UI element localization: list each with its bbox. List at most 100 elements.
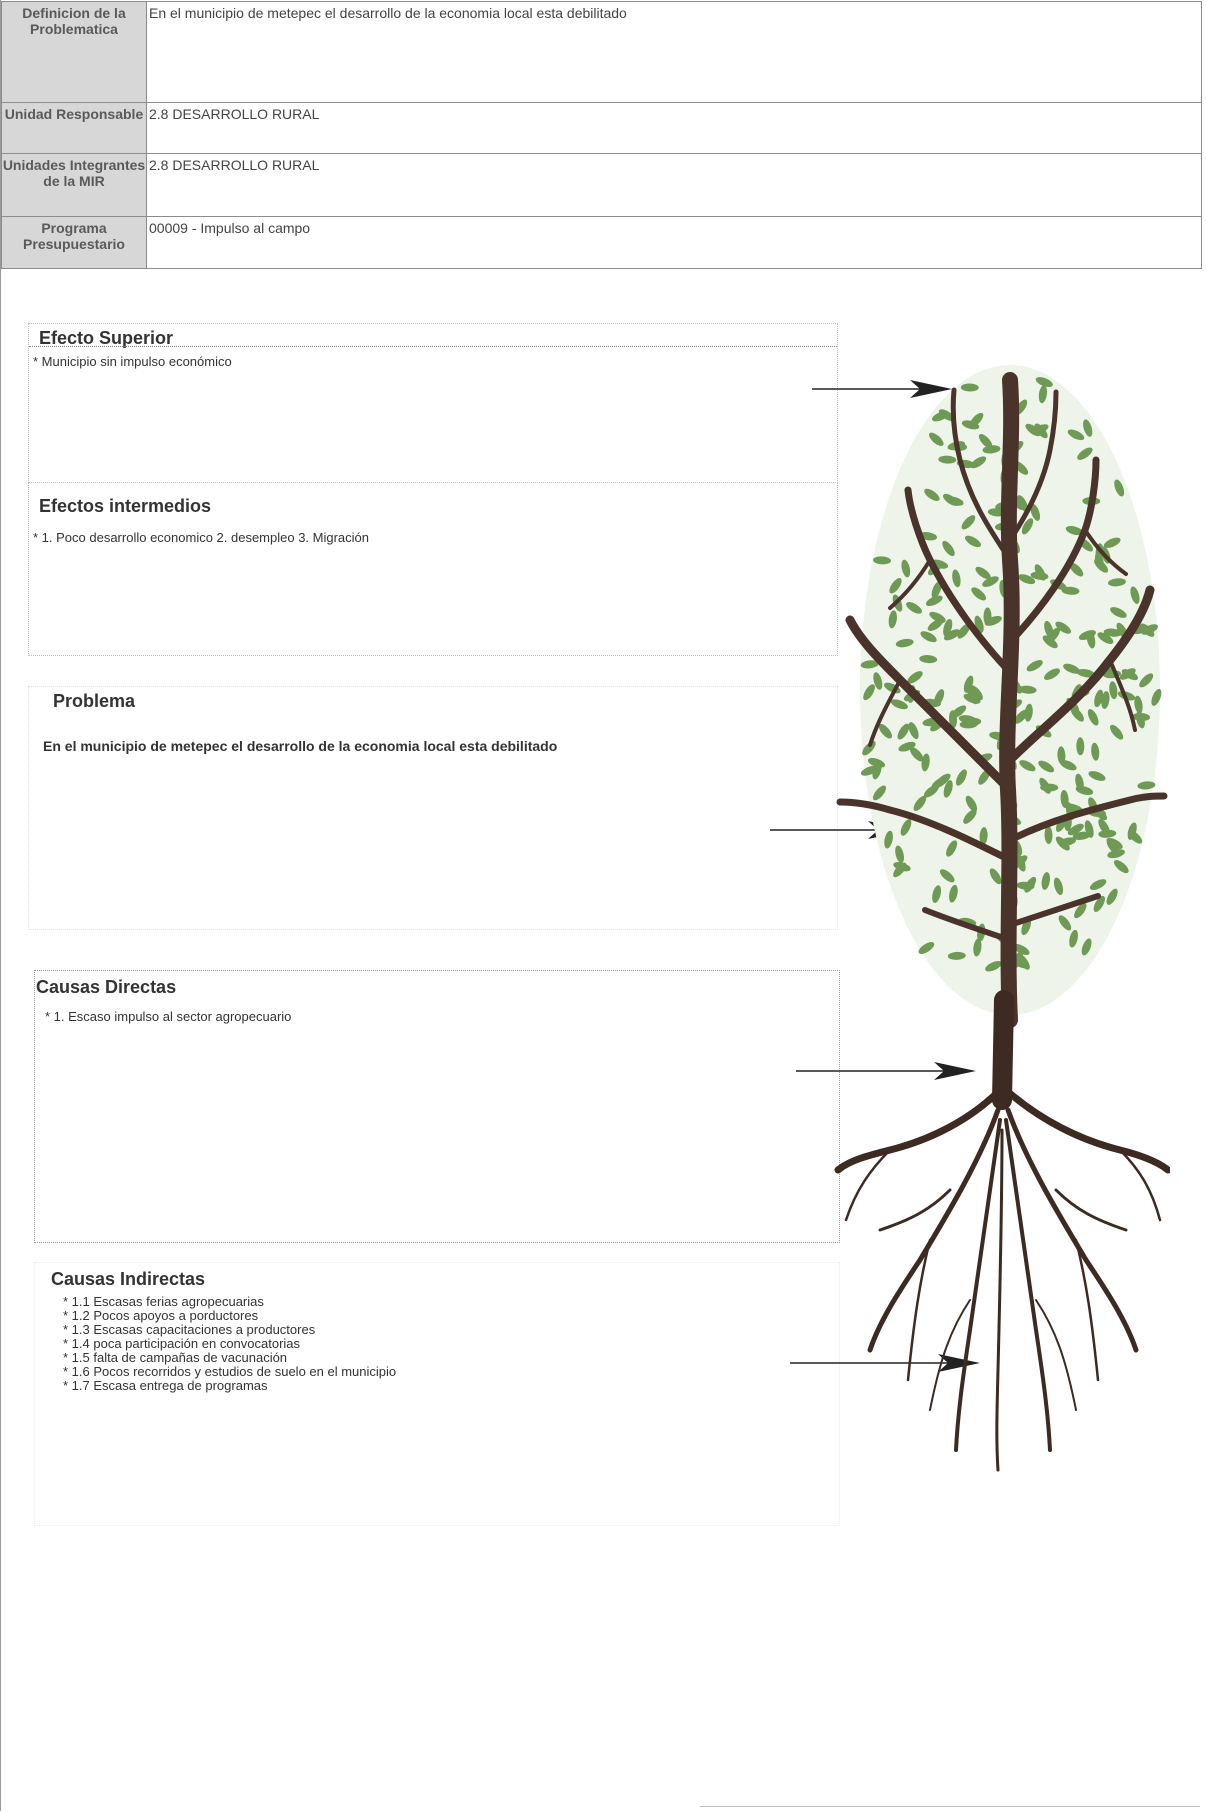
leaf	[1041, 872, 1050, 890]
leaf	[961, 515, 976, 530]
leaf	[1108, 578, 1126, 587]
leaf	[1070, 707, 1084, 722]
leaf	[893, 862, 907, 878]
leaf	[1013, 943, 1030, 956]
leaf	[963, 693, 981, 704]
leaf	[969, 685, 983, 701]
leaf	[900, 819, 912, 836]
leaf	[1103, 537, 1121, 548]
leaf	[1018, 685, 1037, 694]
efecto-superior-rule	[29, 346, 837, 347]
leaf	[1038, 385, 1048, 404]
leaf	[1127, 830, 1143, 844]
leaf	[884, 830, 893, 849]
leaf	[895, 845, 905, 864]
leaf	[1084, 820, 1094, 838]
leaf	[979, 827, 988, 846]
leaf	[1139, 673, 1154, 688]
leaf	[1016, 881, 1035, 890]
leaf	[978, 433, 993, 449]
leaf	[1067, 429, 1085, 441]
leaf	[923, 784, 939, 798]
leaf	[963, 717, 982, 727]
leaf	[1069, 929, 1078, 948]
leaf	[1065, 526, 1084, 536]
header-row-unidad-responsable: Unidad Responsable 2.8 DESARROLLO RURAL	[1, 102, 1202, 154]
leaf	[965, 535, 981, 548]
leaf	[1109, 681, 1118, 700]
causas-directas-title: Causas Directas	[36, 977, 177, 997]
leaf	[1132, 712, 1151, 722]
leaf	[908, 722, 919, 740]
leaf	[909, 746, 924, 762]
leaf	[1094, 558, 1109, 573]
leaf	[1053, 877, 1064, 896]
header-row-unidades-integrantes: Unidades Integrantes de la MIR 2.8 DESAR…	[1, 153, 1202, 217]
leaf	[948, 710, 958, 729]
leaf	[1024, 703, 1033, 722]
leaf	[1074, 902, 1087, 919]
leaf	[965, 795, 978, 812]
header-label-definicion: Definicion de la Problematica	[1, 1, 147, 103]
leaf	[982, 576, 999, 587]
header-label-unidad-responsable: Unidad Responsable	[1, 102, 147, 154]
header-row-definicion: Definicion de la Problematica En el muni…	[1, 1, 1202, 103]
leaf	[943, 780, 953, 798]
leaf	[1087, 709, 1099, 726]
leaf	[985, 960, 1002, 972]
leaf	[1044, 826, 1053, 844]
leaf	[1021, 918, 1032, 936]
leaf	[1014, 709, 1028, 724]
page-bottom-rule	[700, 1806, 1200, 1807]
causas-indirectas-list: * 1.1 Escasas ferias agropecuarias * 1.2…	[63, 1295, 396, 1393]
leaf	[1034, 564, 1046, 581]
leaf	[924, 488, 940, 502]
leaf	[1110, 607, 1127, 618]
leaf	[1151, 688, 1162, 706]
leaf	[862, 740, 876, 756]
leaf	[943, 629, 961, 641]
leaf	[873, 556, 891, 565]
header-table: Definicion de la Problematica En el muni…	[1, 1, 1202, 269]
leaf	[1044, 668, 1060, 680]
leaf	[888, 610, 897, 629]
section-efectos-intermedios: Efectos intermedios * 1. Poco desarrollo…	[28, 482, 838, 656]
leaf	[1076, 737, 1085, 756]
causas-indirectas-title: Causas Indirectas	[51, 1269, 206, 1289]
leaf	[947, 951, 966, 960]
leaf	[955, 769, 967, 786]
leaf	[1077, 447, 1093, 460]
tree-roots	[834, 990, 1170, 1472]
leaf	[890, 699, 908, 710]
leaf	[1091, 742, 1100, 761]
leaf	[963, 809, 977, 824]
leaf	[1015, 854, 1026, 872]
tree-leaves	[860, 375, 1162, 972]
leaf	[906, 601, 922, 614]
leaf	[919, 655, 938, 664]
leaf	[1106, 888, 1118, 905]
leaf	[1030, 503, 1041, 521]
leaf	[1097, 632, 1114, 644]
leaf	[1031, 424, 1049, 435]
leaf	[938, 455, 957, 464]
header-value-definicion: En el municipio de metepec el desarrollo…	[146, 1, 1202, 103]
leaf	[1035, 377, 1053, 388]
leaf	[898, 741, 916, 752]
leaf	[932, 885, 942, 903]
leaf	[1101, 691, 1110, 709]
causa-indirecta-4: * 1.4 poca participación en convocatoria…	[63, 1336, 301, 1351]
leaf	[873, 672, 883, 690]
leaf	[907, 671, 923, 684]
leaf	[946, 840, 958, 857]
leaf	[973, 938, 982, 957]
leaf	[1060, 790, 1069, 808]
causa-indirecta-6: * 1.6 Pocos recorridos y estudios de sue…	[63, 1364, 397, 1379]
leaf	[897, 723, 910, 740]
leaf	[1059, 760, 1077, 771]
header-value-unidades-integrantes: 2.8 DESARROLLO RURAL	[146, 153, 1202, 217]
leaf	[860, 660, 879, 669]
section-causas-indirectas: Causas Indirectas * 1.1 Escasas ferias a…	[34, 1262, 840, 1526]
leaf	[938, 409, 955, 422]
